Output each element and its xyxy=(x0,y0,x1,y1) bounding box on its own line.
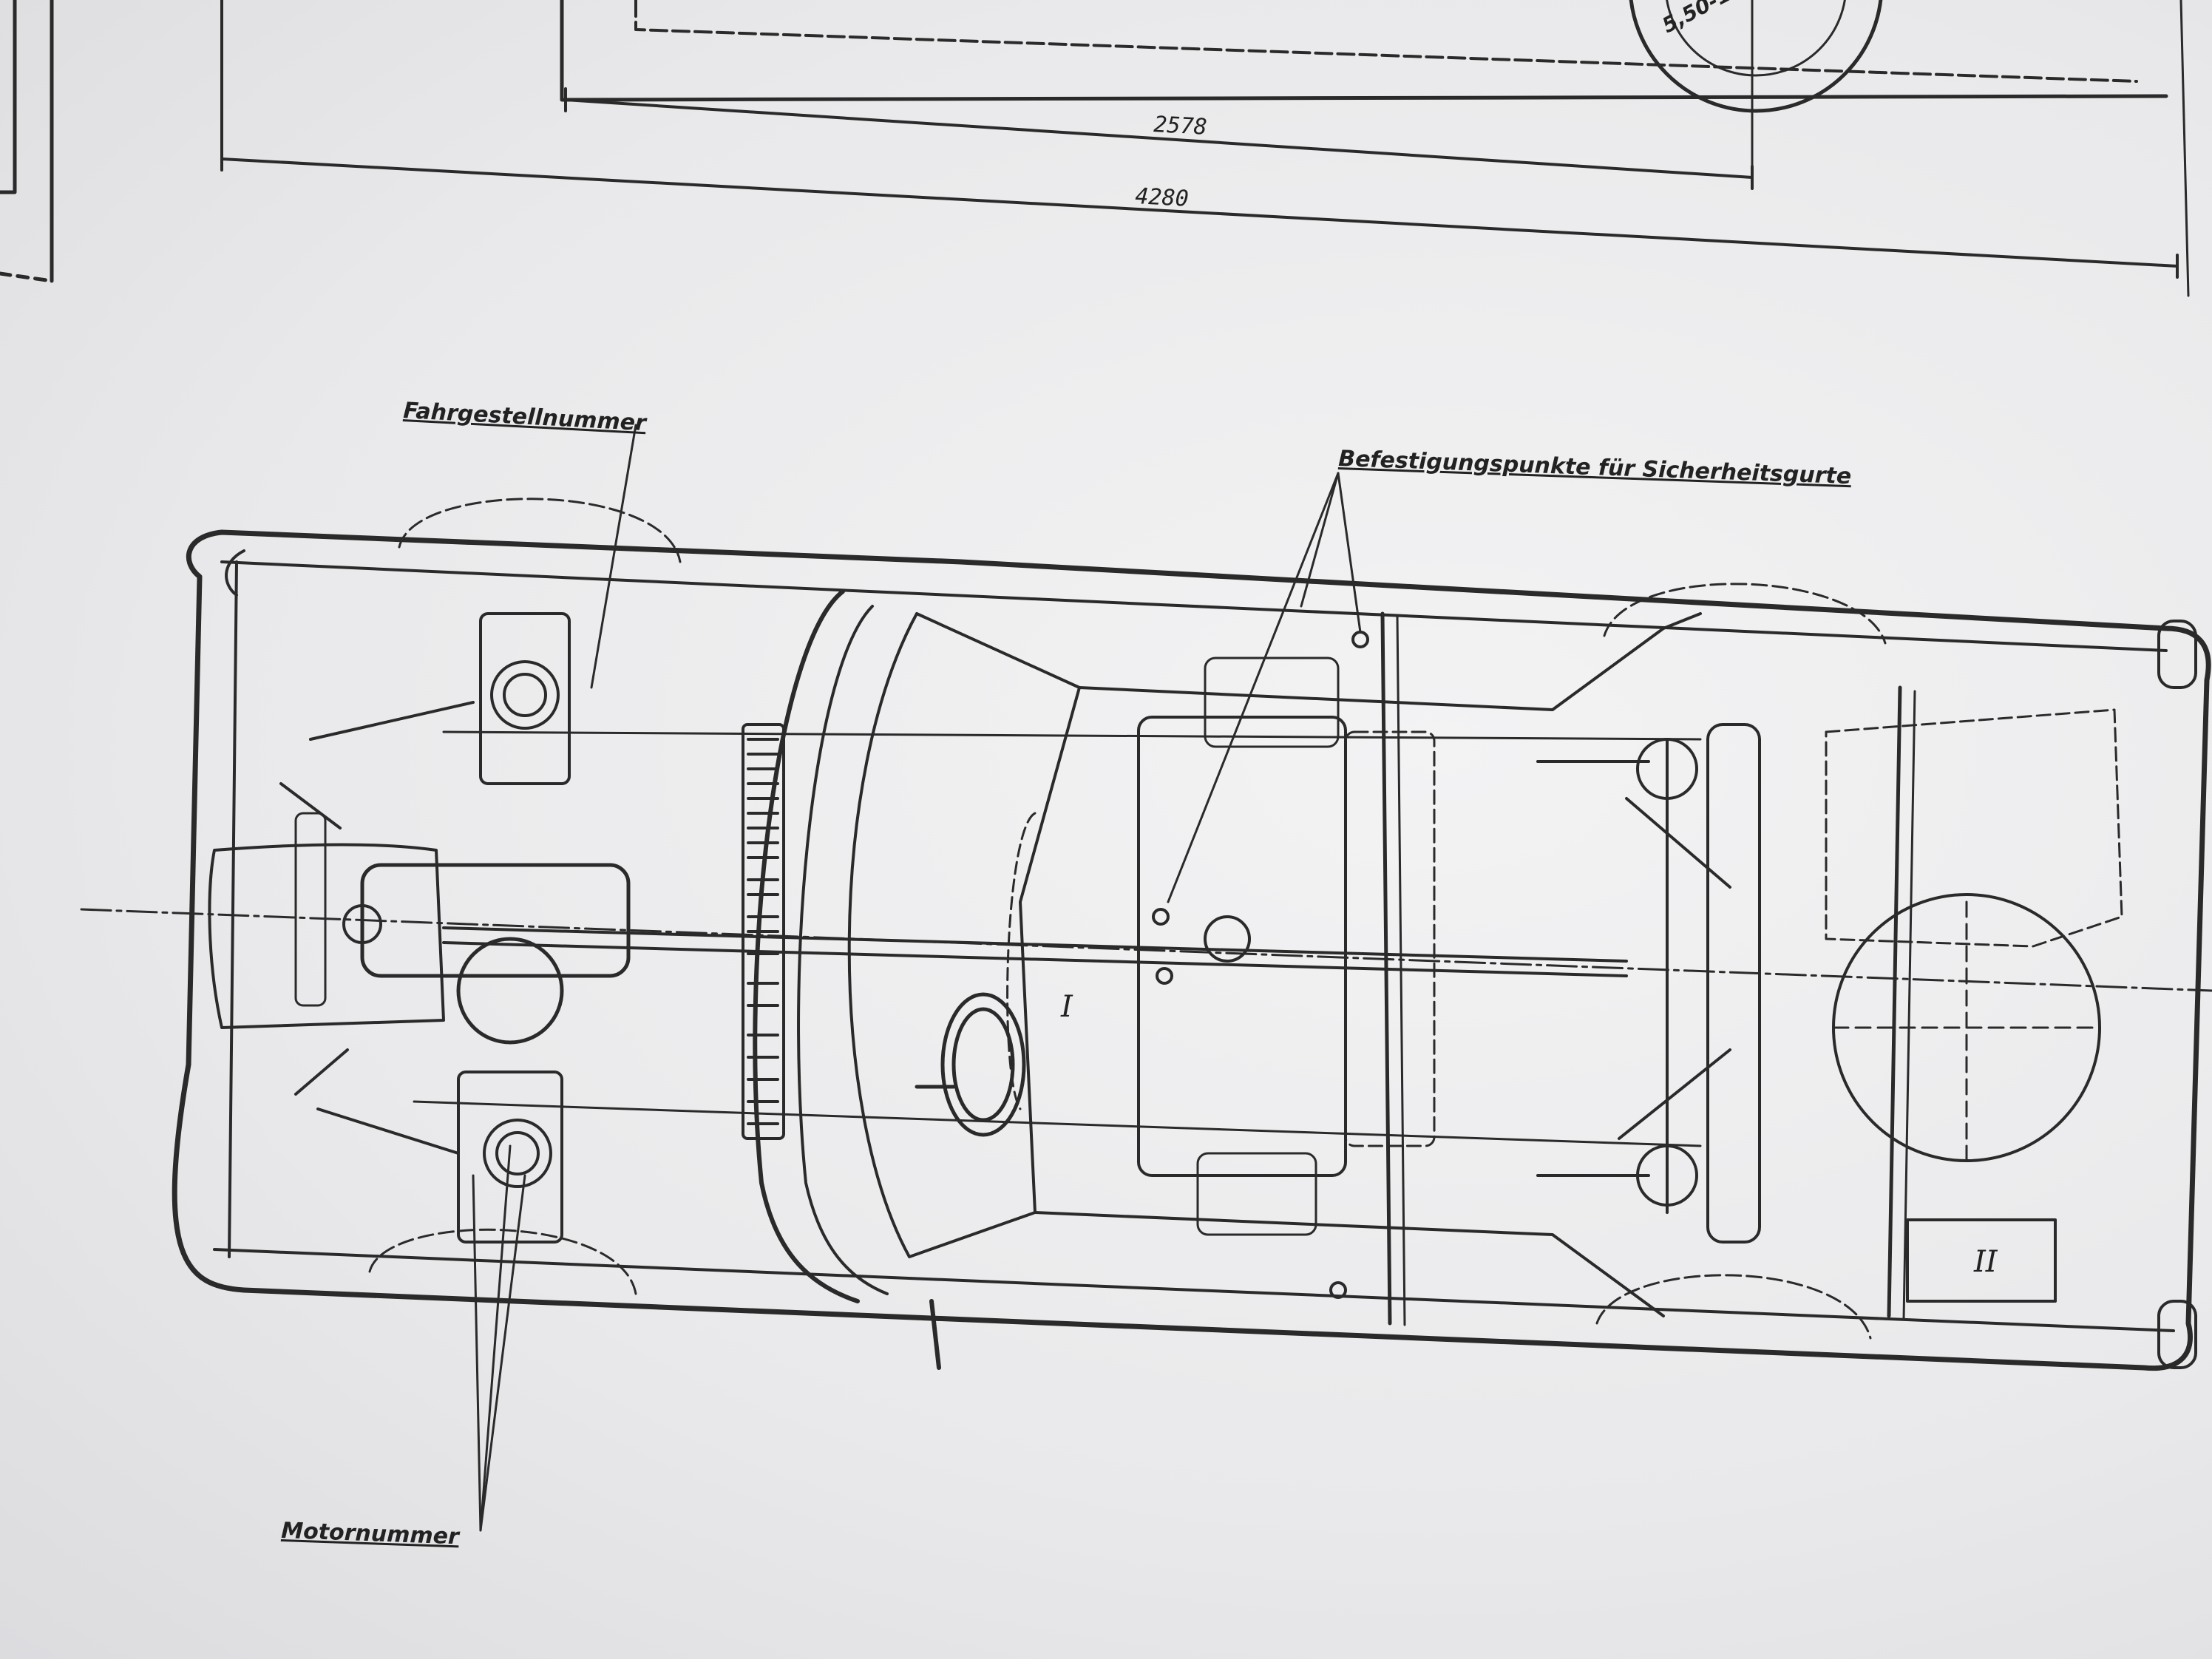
front-suspension xyxy=(279,612,571,1244)
steering-wheel xyxy=(915,992,1026,1137)
tire-stamp xyxy=(1629,0,1883,113)
side-view-fragment xyxy=(220,0,2190,297)
car-plan-view xyxy=(80,498,2212,1371)
spare-wheel xyxy=(1832,893,2101,1170)
tire-size-stamp: 5,50-13 oder 165 SR xyxy=(1658,0,1879,38)
frame-fragment xyxy=(0,0,54,283)
label-chassis-number: Fahrgestellnummer xyxy=(403,398,648,436)
rear-axle xyxy=(1536,723,1761,1244)
label-belt-anchor-points: Befestigungspunkte für Sicherheitsgurte xyxy=(1338,446,1852,489)
dimension-wheelbase: 2578 xyxy=(1153,112,1208,140)
cowl-grille xyxy=(742,723,785,1140)
dimension-overall-length: 4280 xyxy=(1135,183,1190,212)
marker-trunk: II xyxy=(1973,1245,1998,1279)
dimension-lines xyxy=(220,87,2179,279)
marker-front-seat: I xyxy=(1060,990,1073,1024)
leader-lines xyxy=(472,424,1362,1532)
label-engine-number: Motornummer xyxy=(281,1518,461,1550)
